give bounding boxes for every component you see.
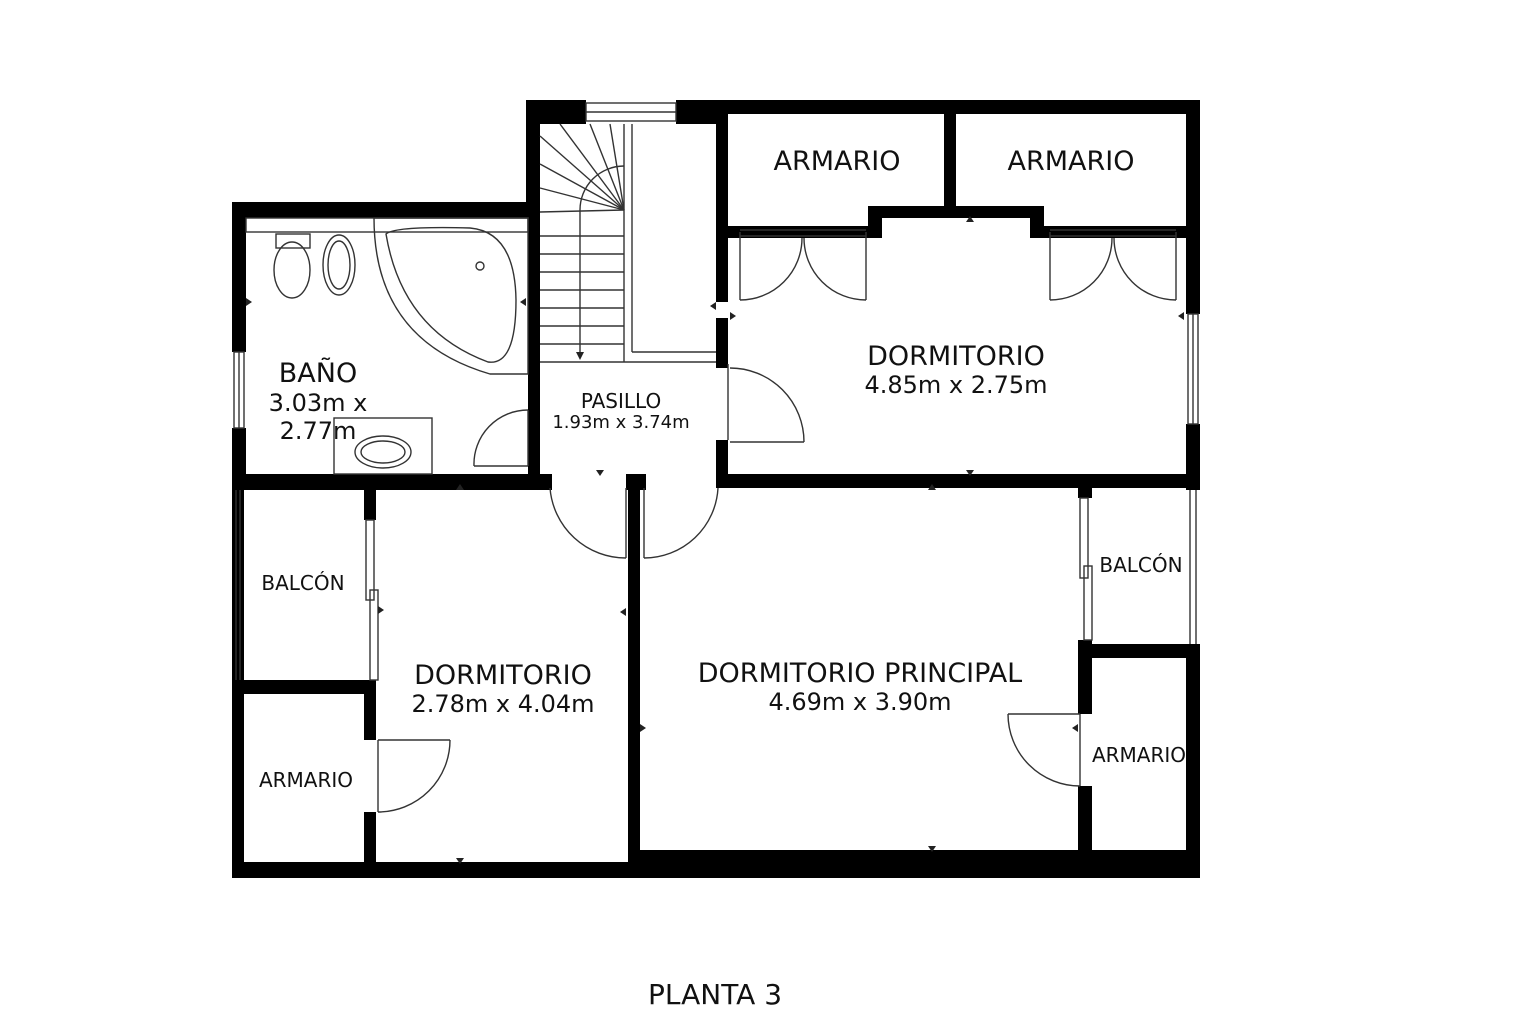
room-bano-dims: 3.03m x 2.77m	[250, 389, 386, 445]
room-balcon-right-label: BALCÓN	[1092, 554, 1190, 577]
room-name: PASILLO	[580, 389, 662, 413]
room-pasillo-label: PASILLO 1.93m x 3.74m	[541, 390, 701, 434]
room-armario-right-label: ARMARIO	[1090, 744, 1188, 767]
room-dormitorio-1-label: DORMITORIO 4.85m x 2.75m	[812, 341, 1100, 400]
room-dimension: 1.93m x 3.74m	[552, 412, 690, 433]
room-armario-left-label: ARMARIO	[246, 769, 366, 792]
room-name: BALCÓN	[261, 571, 345, 595]
room-name: ARMARIO	[1091, 743, 1187, 767]
room-dimension: 4.85m x 2.75m	[864, 371, 1048, 400]
room-principal-label: DORMITORIO PRINCIPAL 4.69m x 3.90m	[640, 658, 1080, 717]
room-armario-1-label: ARMARIO	[730, 146, 944, 177]
room-dimension: 3.03m x	[268, 389, 368, 417]
room-name: DORMITORIO	[414, 660, 592, 691]
room-dimension: 2.78m x 4.04m	[411, 690, 595, 719]
thin-lines	[233, 102, 1199, 813]
room-dimension: 2.77m	[279, 416, 357, 445]
room-name: ARMARIO	[1007, 146, 1135, 177]
room-dormitorio-2-label: DORMITORIO 2.78m x 4.04m	[378, 660, 628, 719]
room-name: DORMITORIO PRINCIPAL	[697, 658, 1023, 689]
room-balcon-left-label: BALCÓN	[244, 572, 362, 595]
floor-title: PLANTA 3	[647, 978, 783, 1011]
room-dimension: 4.69m x 3.90m	[768, 688, 952, 717]
room-name: DORMITORIO	[867, 341, 1045, 372]
room-name: ARMARIO	[773, 146, 901, 177]
walls	[232, 100, 1200, 878]
room-bano-label: BAÑO	[250, 358, 386, 389]
room-name: BAÑO	[278, 358, 358, 389]
dimension-markers	[246, 216, 1184, 864]
room-armario-2-label: ARMARIO	[958, 146, 1184, 177]
room-name: BALCÓN	[1099, 553, 1183, 577]
room-name: ARMARIO	[258, 768, 354, 792]
